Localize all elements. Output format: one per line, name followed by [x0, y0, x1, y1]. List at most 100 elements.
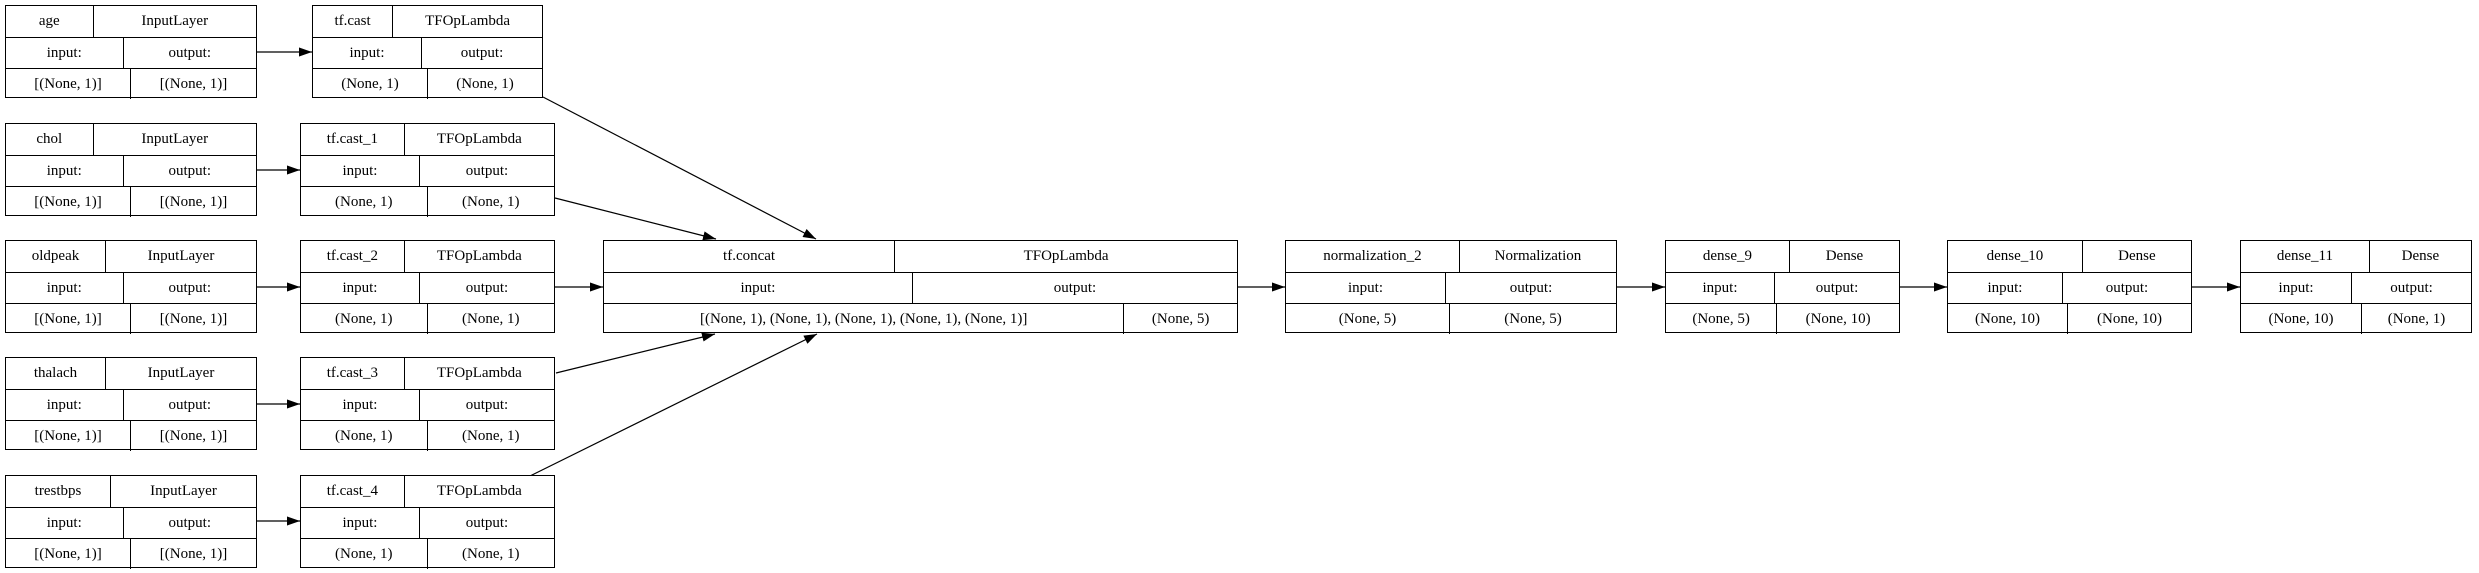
output-shape: (None, 1): [462, 311, 520, 327]
node-title-row: tf.cast_4 TFOpLambda: [301, 476, 554, 507]
layer-name: tf.cast: [313, 6, 394, 37]
node-io-label-row: input: output:: [301, 507, 554, 538]
layer-class: InputLayer: [147, 365, 215, 381]
layer-node-normalization_2: normalization_2 Normalization input: out…: [1285, 240, 1617, 334]
layer-name: tf.cast_1: [301, 124, 405, 155]
node-io-label-row: input: output:: [301, 389, 554, 420]
node-io-label-row: input: output:: [313, 37, 542, 68]
input-label: input:: [313, 38, 422, 68]
node-io-label-row: input: output:: [6, 389, 256, 420]
layer-name: trestbps: [6, 476, 111, 507]
output-label: output:: [1053, 280, 1097, 296]
node-io-label-row: input: output:: [6, 155, 256, 186]
node-title-row: normalization_2 Normalization: [1286, 241, 1616, 272]
node-title-row: dense_9 Dense: [1666, 241, 1899, 272]
input-label: input:: [6, 273, 124, 303]
layer-name: oldpeak: [6, 241, 106, 272]
node-title-row: oldpeak InputLayer: [6, 241, 256, 272]
input-shape: (None, 1): [301, 304, 428, 334]
output-label: output:: [1509, 280, 1553, 296]
output-label: output:: [168, 280, 211, 296]
input-label: input:: [6, 390, 124, 420]
input-label: input:: [1666, 273, 1776, 303]
node-shape-row: (None, 5) (None, 10): [1666, 303, 1899, 334]
edge-tf.cast_4-to-tf.concat: [529, 333, 818, 477]
layer-class: InputLayer: [141, 131, 209, 147]
output-label: output:: [465, 280, 509, 296]
input-shape: (None, 10): [1948, 304, 2069, 334]
output-label: output:: [465, 397, 509, 413]
node-shape-row: (None, 10) (None, 1): [2241, 303, 2471, 334]
layer-class: TFOpLambda: [436, 365, 522, 381]
input-label: input:: [301, 156, 420, 186]
layer-name: tf.concat: [604, 241, 896, 272]
output-shape: (None, 1): [462, 428, 520, 444]
layer-node-age: age InputLayer input: output: [(None, 1)…: [5, 5, 257, 99]
node-io-label-row: input: output:: [301, 155, 554, 186]
layer-name: chol: [6, 124, 94, 155]
node-shape-row: [(None, 1)] [(None, 1)]: [6, 68, 256, 99]
output-label: output:: [465, 163, 509, 179]
input-shape: (None, 1): [301, 187, 428, 217]
output-label: output:: [465, 515, 509, 531]
layer-class: TFOpLambda: [436, 248, 522, 264]
layer-name: tf.cast_3: [301, 358, 405, 389]
node-io-label-row: input: output:: [6, 507, 256, 538]
input-label: input:: [6, 156, 124, 186]
output-label: output:: [460, 45, 504, 61]
layer-node-trestbps: trestbps InputLayer input: output: [(Non…: [5, 475, 257, 569]
node-title-row: tf.cast_3 TFOpLambda: [301, 358, 554, 389]
input-shape: [(None, 1)]: [6, 69, 131, 99]
output-shape: [(None, 1)]: [159, 311, 228, 327]
input-label: input:: [6, 38, 124, 68]
layer-node-dense_9: dense_9 Dense input: output: (None, 5) (…: [1665, 240, 1900, 334]
node-io-label-row: input: output:: [604, 272, 1237, 303]
node-shape-row: (None, 1) (None, 1): [301, 420, 554, 451]
input-shape: (None, 1): [313, 69, 428, 99]
layer-node-tf.concat: tf.concat TFOpLambda input: output: [(No…: [603, 240, 1238, 334]
node-title-row: dense_10 Dense: [1948, 241, 2191, 272]
input-label: input:: [604, 273, 913, 303]
edge-tf.cast_3-to-tf.concat: [555, 332, 716, 374]
layer-node-tf.cast_1: tf.cast_1 TFOpLambda input: output: (Non…: [300, 123, 555, 217]
input-shape: [(None, 1)]: [6, 304, 131, 334]
layer-node-tf.cast_2: tf.cast_2 TFOpLambda input: output: (Non…: [300, 240, 555, 334]
node-shape-row: (None, 1) (None, 1): [301, 186, 554, 217]
input-label: input:: [301, 508, 420, 538]
output-label: output:: [168, 397, 211, 413]
input-label: input:: [301, 390, 420, 420]
node-title-row: tf.cast TFOpLambda: [313, 6, 542, 37]
layer-node-tf.cast: tf.cast TFOpLambda input: output: (None,…: [312, 5, 543, 99]
layer-name: dense_11: [2241, 241, 2370, 272]
layer-name: tf.cast_2: [301, 241, 405, 272]
layer-name: dense_9: [1666, 241, 1790, 272]
node-shape-row: (None, 5) (None, 5): [1286, 303, 1616, 334]
layer-class: Dense: [1825, 248, 1864, 264]
output-shape: (None, 1): [462, 194, 520, 210]
input-shape: [(None, 1)]: [6, 187, 131, 217]
layer-name: dense_10: [1948, 241, 2083, 272]
layer-name: thalach: [6, 358, 106, 389]
input-shape: [(None, 1)]: [6, 421, 131, 451]
layer-class: Normalization: [1494, 248, 1582, 264]
output-shape: (None, 5): [1151, 311, 1210, 327]
node-shape-row: [(None, 1)] [(None, 1)]: [6, 303, 256, 334]
output-shape: (None, 1): [462, 546, 520, 562]
node-shape-row: [(None, 1)] [(None, 1)]: [6, 420, 256, 451]
input-label: input:: [1948, 273, 2063, 303]
node-io-label-row: input: output:: [1948, 272, 2191, 303]
layer-class: Dense: [2401, 248, 2440, 264]
node-title-row: thalach InputLayer: [6, 358, 256, 389]
node-shape-row: (None, 10) (None, 10): [1948, 303, 2191, 334]
input-shape: (None, 5): [1666, 304, 1778, 334]
input-shape: (None, 10): [2241, 304, 2362, 334]
edge-tf.cast-to-tf.concat: [542, 96, 817, 240]
node-shape-row: (None, 1) (None, 1): [301, 538, 554, 569]
output-label: output:: [2390, 280, 2433, 296]
edge-tf.cast_1-to-tf.concat: [554, 197, 717, 241]
layer-name: normalization_2: [1286, 241, 1460, 272]
input-shape: [(None, 1)]: [6, 539, 131, 569]
input-label: input:: [2241, 273, 2353, 303]
input-label: input:: [1286, 273, 1447, 303]
